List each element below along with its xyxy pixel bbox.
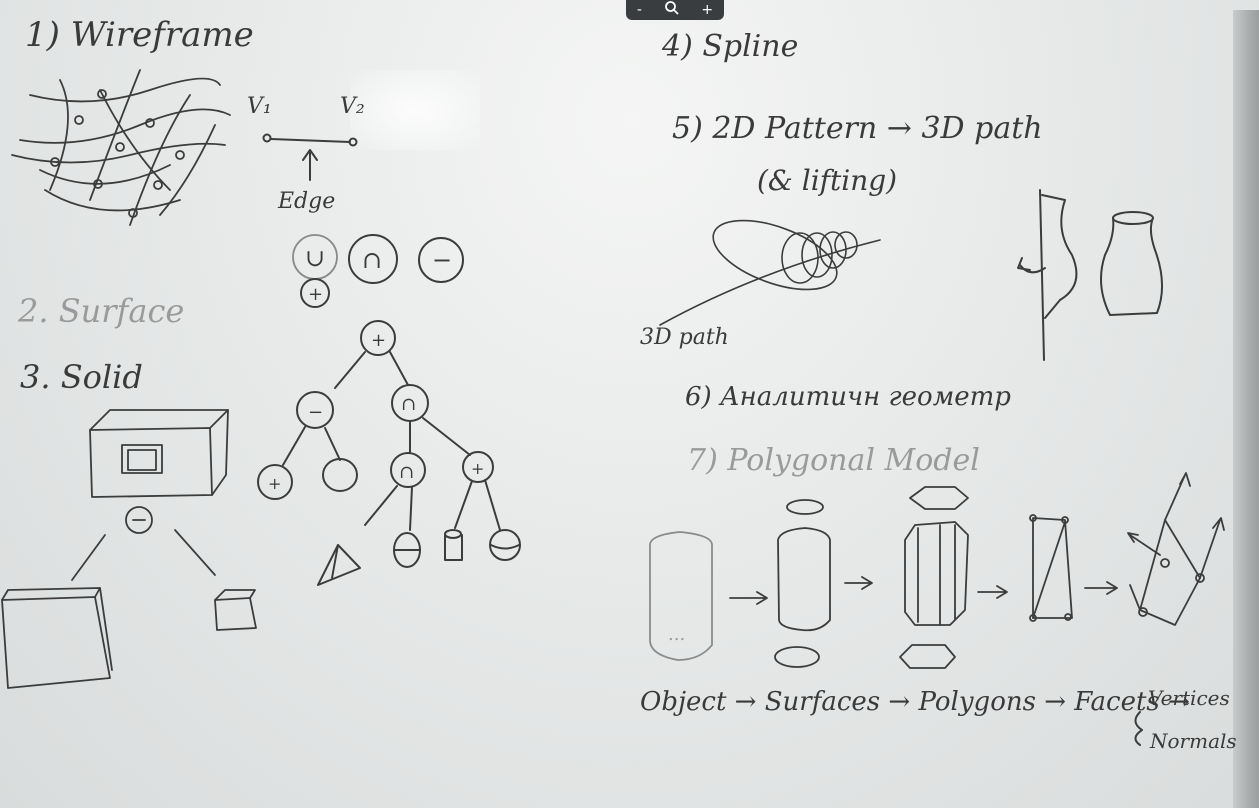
polygonal-pipeline-sketch	[649, 472, 1225, 669]
csg-tree-sketch	[257, 320, 521, 586]
magnifier-icon[interactable]	[664, 0, 680, 20]
pipeline-text: Object → Surfaces → Polygons → Facets →	[640, 687, 1190, 717]
edge-label: Edge	[277, 189, 335, 214]
csg-intersect-leaf: ∩	[399, 462, 414, 483]
spline-heading: 4) Spline	[661, 29, 798, 64]
analytic-geometry-heading: 6) Аналитичн геометр	[685, 382, 1011, 412]
csg-plus-leaf: +	[268, 474, 281, 493]
surface-heading: 2. Surface	[17, 292, 184, 330]
vertex-v1-label: V₁	[247, 94, 272, 119]
revolve-sketch	[1017, 189, 1164, 361]
minus-symbol: −	[432, 246, 452, 274]
wireframe-heading: 1) Wireframe	[25, 15, 254, 55]
split-brace	[1134, 711, 1143, 746]
boolean-ops	[292, 234, 464, 308]
csg-root-plus: +	[371, 330, 386, 351]
polygonal-model-heading: 7) Polygonal Model	[687, 443, 980, 478]
pattern-heading: 5) 2D Pattern → 3D path	[672, 111, 1043, 146]
plus-symbol: +	[308, 284, 323, 305]
vertex-v2-label: V₂	[340, 94, 365, 119]
zoom-out-button[interactable]: -	[636, 2, 642, 18]
csg-minus-node: −	[308, 402, 323, 423]
vertices-label: Vertices	[1148, 686, 1230, 710]
lifting-note: (& lifting)	[757, 164, 897, 197]
solid-heading: 3. Solid	[20, 358, 143, 396]
object-dots: ...	[668, 624, 685, 645]
wireframe-mesh-sketch	[11, 69, 231, 226]
zoom-in-button[interactable]: +	[701, 2, 714, 18]
whiteboard-frame	[1233, 10, 1259, 808]
sweep-path-sketch	[659, 219, 881, 326]
solid-subtraction-sketch	[1, 409, 257, 689]
light-glare	[350, 70, 480, 150]
intersection-symbol: ∩	[362, 246, 382, 274]
zoom-toolbar: - +	[626, 0, 724, 20]
path-3d-label: 3D path	[640, 325, 729, 350]
normals-label: Normals	[1149, 729, 1237, 753]
csg-plus-node: +	[471, 459, 484, 478]
union-symbol: ∪	[305, 244, 325, 272]
edge-sketch	[262, 133, 358, 181]
csg-intersect-node: ∩	[401, 394, 416, 415]
